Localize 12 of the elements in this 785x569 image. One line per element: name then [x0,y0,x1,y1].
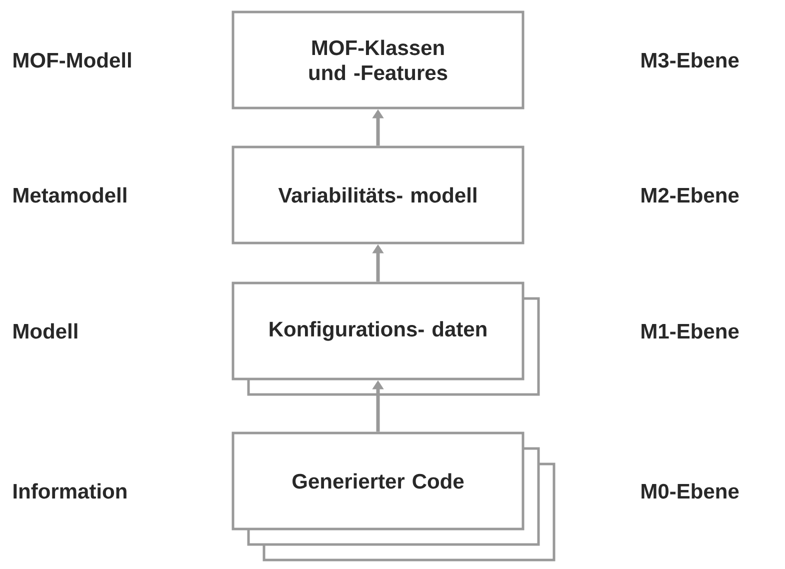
level-label: Modell [14,323,78,339]
level-label: M3-Ebene [642,52,739,68]
process-box: Variabilitäts- modell [232,146,524,244]
level-label: Metamodell [14,187,126,203]
level-label: M1-Ebene [642,323,739,339]
stacked-box: Konfigurations- daten [232,282,540,396]
stacked-box: Generierter Code [232,432,556,562]
level-label: M2-Ebene [642,187,739,203]
level-label: MOF-Modell [14,52,131,68]
process-box: MOF-Klassen und -Features [232,10,524,110]
level-label: Information [14,483,126,499]
level-label: M0-Ebene [642,483,739,499]
